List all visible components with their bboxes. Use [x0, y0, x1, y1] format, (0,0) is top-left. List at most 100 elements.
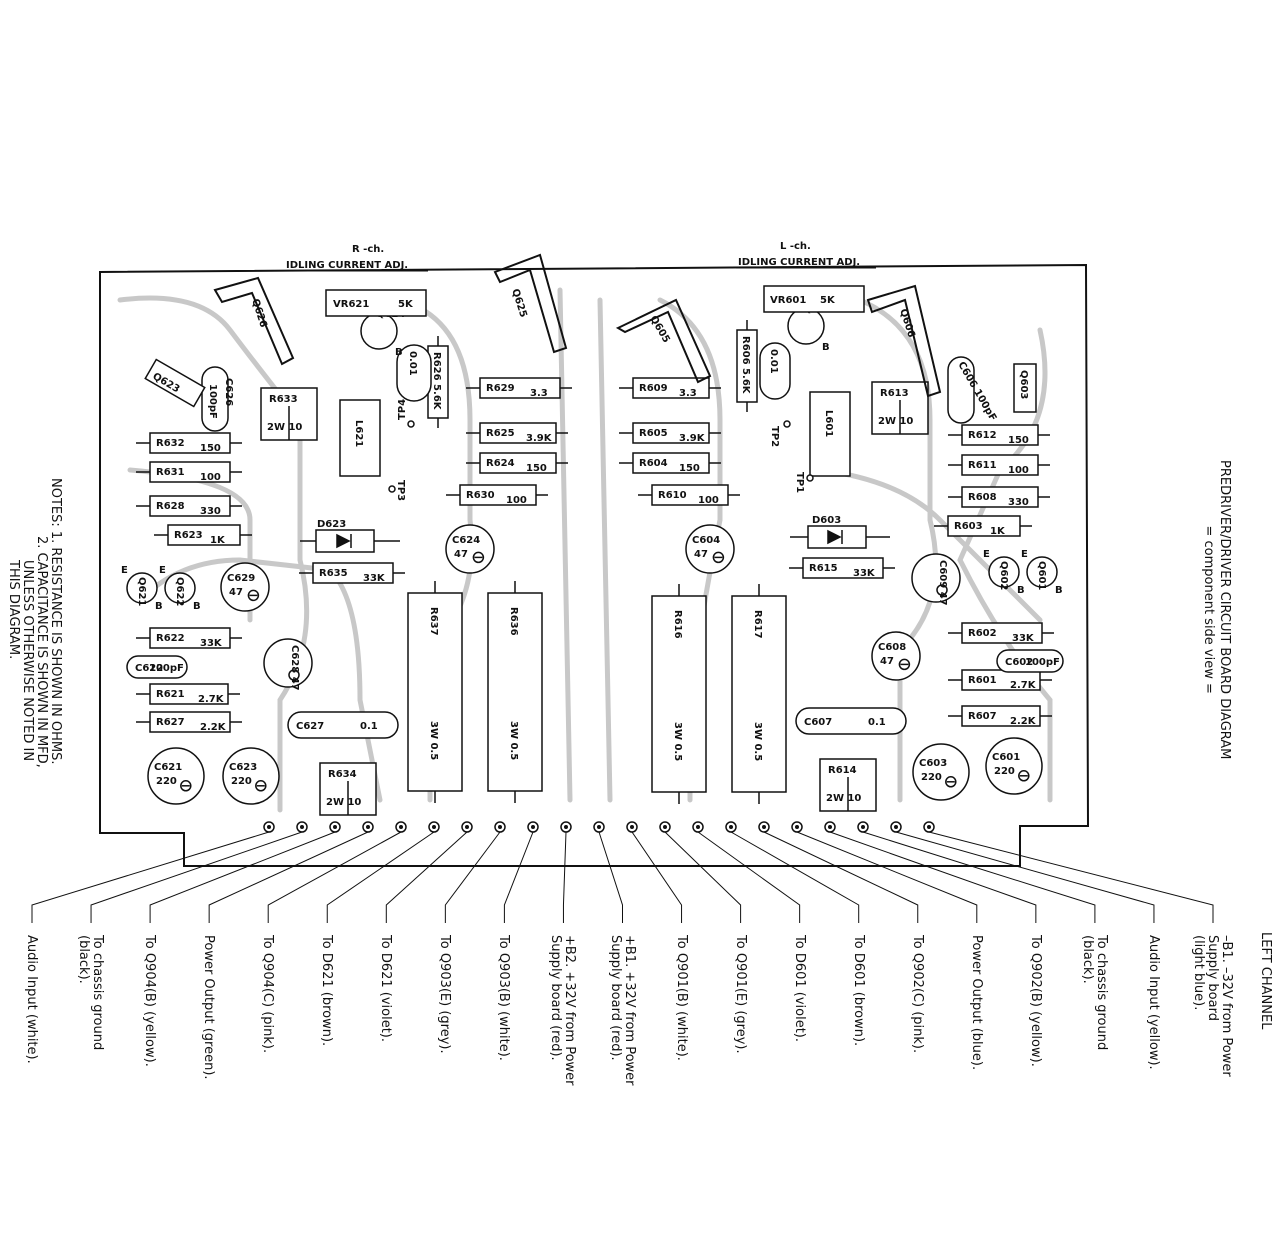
wire-label-line: Supply board (red).	[548, 935, 564, 1061]
pad-hole	[300, 825, 304, 829]
wire-label-line: +B2. +32V from Power	[562, 935, 578, 1086]
note-item: 2. CAPACITANCE IS SHOWN IN MFD,	[34, 536, 49, 768]
diagram-title-line1: PREDRIVER/DRIVER CIRCUIT BOARD DIAGRAM	[1217, 460, 1232, 760]
terminal-b: B	[395, 347, 403, 358]
wire-label: To Q903(B) (white).	[496, 935, 511, 1061]
terminal-e: E	[1021, 549, 1028, 560]
wire-lead	[562, 831, 567, 923]
pad-hole	[762, 825, 766, 829]
capacitor-value: 0.1	[360, 721, 378, 732]
wire-label: To D621 (brown).	[319, 935, 334, 1046]
pad-hole	[498, 825, 502, 829]
resistor-value: 33K	[1012, 633, 1035, 644]
electrolytic-ref: C624	[452, 535, 480, 546]
resistor-ref: R628	[156, 501, 185, 512]
wire-lead	[385, 831, 468, 923]
wire-lead	[796, 831, 978, 923]
pot-vr621: VR621 5K	[325, 289, 427, 317]
capacitor-ref: C626	[223, 378, 234, 406]
resistor-ref: R632	[156, 438, 185, 449]
power-resistor-value: 2W 10	[326, 797, 361, 808]
capacitor-value: 100pF	[207, 384, 218, 419]
pad-hole	[564, 825, 568, 829]
pad-hole	[531, 825, 535, 829]
wire-label-line: To Q902(C) (pink).	[909, 935, 925, 1054]
wire-label-line: (black).	[1079, 935, 1095, 984]
resistor-ref: R611	[968, 460, 997, 471]
r-idling-adj-label: IDLING CURRENT ADJ.	[286, 260, 408, 271]
resistor-ref: R627	[156, 717, 185, 728]
pot-ref: VR621	[333, 299, 369, 310]
wire-label-line: To Q903(E) (grey).	[437, 935, 453, 1054]
transistor-ref: Q622	[174, 577, 185, 606]
resistor-value: 3.3	[530, 388, 548, 399]
pad-hole	[828, 825, 832, 829]
diode-d603: D603	[790, 515, 890, 549]
power-resistor-ref: R637	[428, 607, 439, 636]
wire-label-line: To Q904(C) (pink).	[260, 935, 276, 1054]
wire-label: Audio Input (white).	[24, 935, 39, 1064]
electrolytic-ref: C629	[227, 573, 255, 584]
wire-label-line: To chassis ground	[90, 935, 106, 1051]
resistor-value: 3.9K	[679, 433, 706, 444]
transistor-q623: Q623	[144, 358, 206, 408]
resistor-ref: R631	[156, 467, 185, 478]
resistor-ref: R615	[809, 563, 838, 574]
electrolytic-value: 220	[156, 776, 177, 787]
wire-label-line: Supply board (red).	[607, 935, 623, 1061]
resistor-ref: R629	[486, 383, 515, 394]
electrolytic-ref: C621	[154, 762, 182, 773]
pad-hole	[267, 825, 271, 829]
resistor-ref: R625	[486, 428, 515, 439]
wire-label-line: To D601 (violet).	[791, 935, 807, 1043]
wire-label-line: To chassis ground	[1093, 935, 1109, 1051]
pot-ref: VR601	[770, 295, 806, 306]
notes-heading: NOTES:	[48, 478, 63, 527]
capacitor-value: 0.01	[407, 351, 418, 376]
resistor-value: 2.2K	[1010, 716, 1037, 727]
wire-label: To Q901(E) (grey).	[732, 935, 748, 1054]
electrolytic-ref: C603	[919, 758, 947, 769]
electrolytic-value: 47	[880, 656, 894, 667]
resistor-value: 100	[200, 472, 221, 483]
wire-lead	[598, 831, 623, 923]
power-resistor-value: 3W 0.5	[672, 722, 683, 761]
wire-lead	[664, 831, 742, 923]
capacitor-value: 0.01	[768, 349, 779, 374]
capacitor-ref: C627	[296, 721, 324, 732]
terminal-b: B	[193, 601, 201, 612]
resistor-value: 150	[526, 463, 547, 474]
power-resistor-ref: R614	[828, 765, 857, 776]
pad-hole	[894, 825, 898, 829]
test-point-tp2: TP2	[769, 420, 791, 447]
pad-hole	[597, 825, 601, 829]
test-point-ref: TP2	[769, 426, 780, 447]
resistor-r629: R629 3.3	[466, 377, 572, 399]
wire-label-line: Power Output (blue).	[968, 935, 984, 1071]
test-point-ref: TP3	[395, 480, 406, 501]
electrolytic-value: 47	[694, 549, 708, 560]
pot-value: 5K	[398, 299, 414, 310]
wire-lead	[267, 831, 402, 923]
wire-label-line: To Q901(E) (grey).	[732, 935, 748, 1054]
l-channel-label: L -ch.	[780, 241, 811, 252]
wire-label-line: To Q904(B) (yellow).	[142, 935, 158, 1067]
capacitor-value: 100pF	[149, 663, 184, 674]
